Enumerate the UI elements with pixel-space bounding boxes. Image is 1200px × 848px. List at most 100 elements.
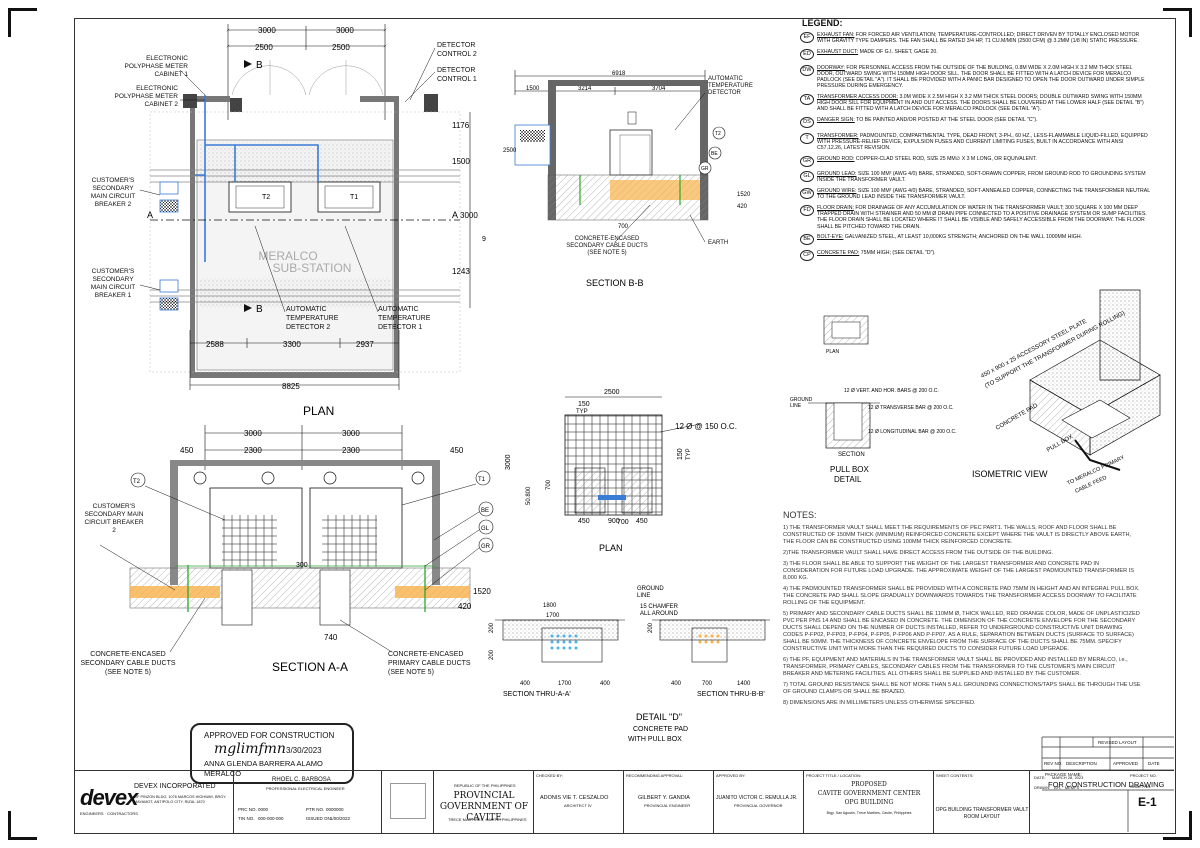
plan-dim-1500: 1500 xyxy=(452,157,470,166)
plan-dim-2937: 2937 xyxy=(356,340,374,349)
legend-term: DOORWAY: xyxy=(817,64,845,71)
plan-dim-3300: 3300 xyxy=(283,340,301,349)
aa-tag-gl: GL xyxy=(481,526,490,532)
package-name: FOR CONSTRUCTION DRAWING xyxy=(1048,780,1165,789)
pad-dim-150: 150 xyxy=(578,401,590,408)
aa-dim-420: 420 xyxy=(458,602,472,611)
bb-dim-6918: 6918 xyxy=(612,71,626,77)
aa-callout-primary-duct: CONCRETE-ENCASED PRIMARY CABLE DUCTS (SE… xyxy=(388,651,471,676)
note-item: 3) THE FLOOR SHALL BE ABLE TO SUPPORT TH… xyxy=(783,561,1134,581)
note-item: 8) DIMENSIONS ARE IN MILLIMETERS UNLESS … xyxy=(783,700,976,706)
note-item: 6) THE PF, EQUIPMENT AND MATERIALS IN TH… xyxy=(783,657,1128,677)
pullbox-section-label: SECTION xyxy=(838,452,865,458)
approval-date: 3/30/2023 xyxy=(286,746,322,755)
legend-term: TRANSFORMER ACCESS DOOR: xyxy=(817,93,898,100)
legend-term: DANGER SIGN: xyxy=(817,117,855,124)
pullbox-bars-1: 12 Ø VERT. AND HOR. BARS @ 200 O.C. xyxy=(844,388,939,394)
legend-code: DW xyxy=(800,64,814,76)
tin-label: TIN NO. xyxy=(238,816,255,821)
tb-recommending: RECOMMENDING APPROVAL: GILBERT Y. GANDIA… xyxy=(624,771,714,833)
project-line-1: PROPOSED xyxy=(851,781,887,788)
d-subtitle-1: CONCRETE PAD xyxy=(633,726,688,733)
rev-hdr-date: DATE xyxy=(1148,761,1160,766)
d2-dim-1400: 1400 xyxy=(737,681,751,687)
date-value: MARCH 28, 2023 xyxy=(1052,775,1084,780)
bb-dim-2500: 2500 xyxy=(503,148,517,154)
detail-d: 1800 1700 400 1700 400 200 200 400 700 1… xyxy=(489,586,770,743)
plan-dim-3000-b: 3000 xyxy=(336,26,354,35)
legend-description: GALVANIZED STEEL, AT LEAST 10,000KG STRE… xyxy=(843,234,1083,241)
aa-tag-be: BE xyxy=(481,508,489,514)
approved-header: APPROVED BY: xyxy=(716,773,746,778)
plan-title: PLAN xyxy=(303,404,334,418)
legend-text: DANGER SIGN: TO BE PAINTED AND/OR POSTED… xyxy=(817,117,1150,123)
corner-mark-top-right xyxy=(1163,8,1192,37)
legend-text: EXHAUST DUCT: MADE OF G.I. SHEET, GAGE 2… xyxy=(817,49,1150,55)
ptr-value: 0000000 xyxy=(326,807,344,812)
aa-transformer-2 xyxy=(222,515,277,567)
legend-text: BOLT-EYE: GALVANIZED STEEL, AT LEAST 10,… xyxy=(817,234,1150,240)
legend-term: GROUND ROD: xyxy=(817,155,855,162)
plan-callout-meter-cabinet-1: ELECTRONIC POLYPHASE METER CABINET 1 xyxy=(124,55,188,78)
tb-checked: CHECKED BY: ADONIS VIE T. CESZALDO ARCHI… xyxy=(534,771,624,833)
drawn-label: DRAWN: xyxy=(1034,785,1051,790)
aa-title: SECTION A-A xyxy=(272,660,348,674)
bb-dim-3214: 3214 xyxy=(578,86,592,92)
date-label: DATE: xyxy=(1034,775,1046,780)
legend-code: BE xyxy=(800,234,814,246)
owner-name: PROVINCIAL GOVERNMENT OF CAVITE xyxy=(439,791,529,823)
tb-sheet-contents: SHEET CONTENTS: OPG BUILDING TRANSFORMER… xyxy=(934,771,1030,833)
aa-callout-secondary-duct: CONCRETE-ENCASED SECONDARY CABLE DUCTS (… xyxy=(80,651,176,676)
sheet-contents-1: OPG BUILDING TRANSFORMER VAULT xyxy=(935,807,1029,813)
issued-label: ISSUED ON xyxy=(306,816,331,821)
note-item: 2)THE TRANSFORMER VAULT SHALL HAVE DIREC… xyxy=(783,550,1053,556)
approved-role: PROVINCIAL GOVERNOR xyxy=(734,803,783,808)
sheet-no-header: SHEET NO. xyxy=(1130,784,1152,789)
rev-hdr-no: REV NO. xyxy=(1044,761,1063,766)
plan-breaker-1 xyxy=(159,297,179,311)
d2-dim-200: 200 xyxy=(648,622,654,633)
d-chamfer-1: 15 CHAMFER xyxy=(640,604,679,610)
bb-callout-earth: EARTH xyxy=(708,240,729,246)
plan-dim-9: 9 xyxy=(482,236,486,243)
pad-dim-typ-side: TYP xyxy=(686,448,692,460)
tb-engineer: RHOEL C. BARBOSA PROFESSIONAL ELECTRICAL… xyxy=(234,771,382,833)
legend-term: EXHAUST DUCT: xyxy=(817,49,859,56)
d-chamfer-2: ALL AROUND xyxy=(640,611,678,617)
revision-title: REVISED LAYOUT xyxy=(1098,740,1137,745)
aa-dim-2300-a: 2300 xyxy=(244,446,262,455)
d-section-thru-aa: SECTION THRU-A-A' xyxy=(503,691,571,698)
sheet-no: E-1 xyxy=(1138,795,1157,809)
legend-description: 75MM HIGH; (SEE DETAIL "D"). xyxy=(859,249,936,256)
plan-transformer-2 xyxy=(228,181,292,213)
d-dim-1700b: 1700 xyxy=(558,681,572,687)
plan-callout-detector-control-1: DETECTOR CONTROL 1 xyxy=(437,67,477,83)
plan-wall-left xyxy=(190,96,195,378)
corner-mark-bottom-left xyxy=(8,811,37,840)
section-a-marker-right: A xyxy=(452,210,458,220)
d-dim-400b: 400 xyxy=(600,681,611,687)
plan-wall-right xyxy=(394,96,399,378)
pad-dim-3000: 3000 xyxy=(505,454,512,470)
seal-box xyxy=(390,783,426,819)
plan-dim-2500-b: 2500 xyxy=(332,43,350,52)
prc-value: 0000 xyxy=(258,807,269,812)
ptr-label: PTR NO. xyxy=(306,807,325,812)
engineer-name: RHOEL C. BARBOSA xyxy=(272,777,331,783)
sheet-contents-header: SHEET CONTENTS: xyxy=(936,773,974,778)
tb-seal xyxy=(382,771,434,833)
aa-tag-t2: T2 xyxy=(133,479,141,485)
aa-dim-2300-b: 2300 xyxy=(342,446,360,455)
plan-ground-wire xyxy=(195,95,319,262)
d2-dim-400: 400 xyxy=(671,681,682,687)
legend-text: EXHAUST FAN: FOR FORCED AIR VENTILATION;… xyxy=(817,32,1150,44)
